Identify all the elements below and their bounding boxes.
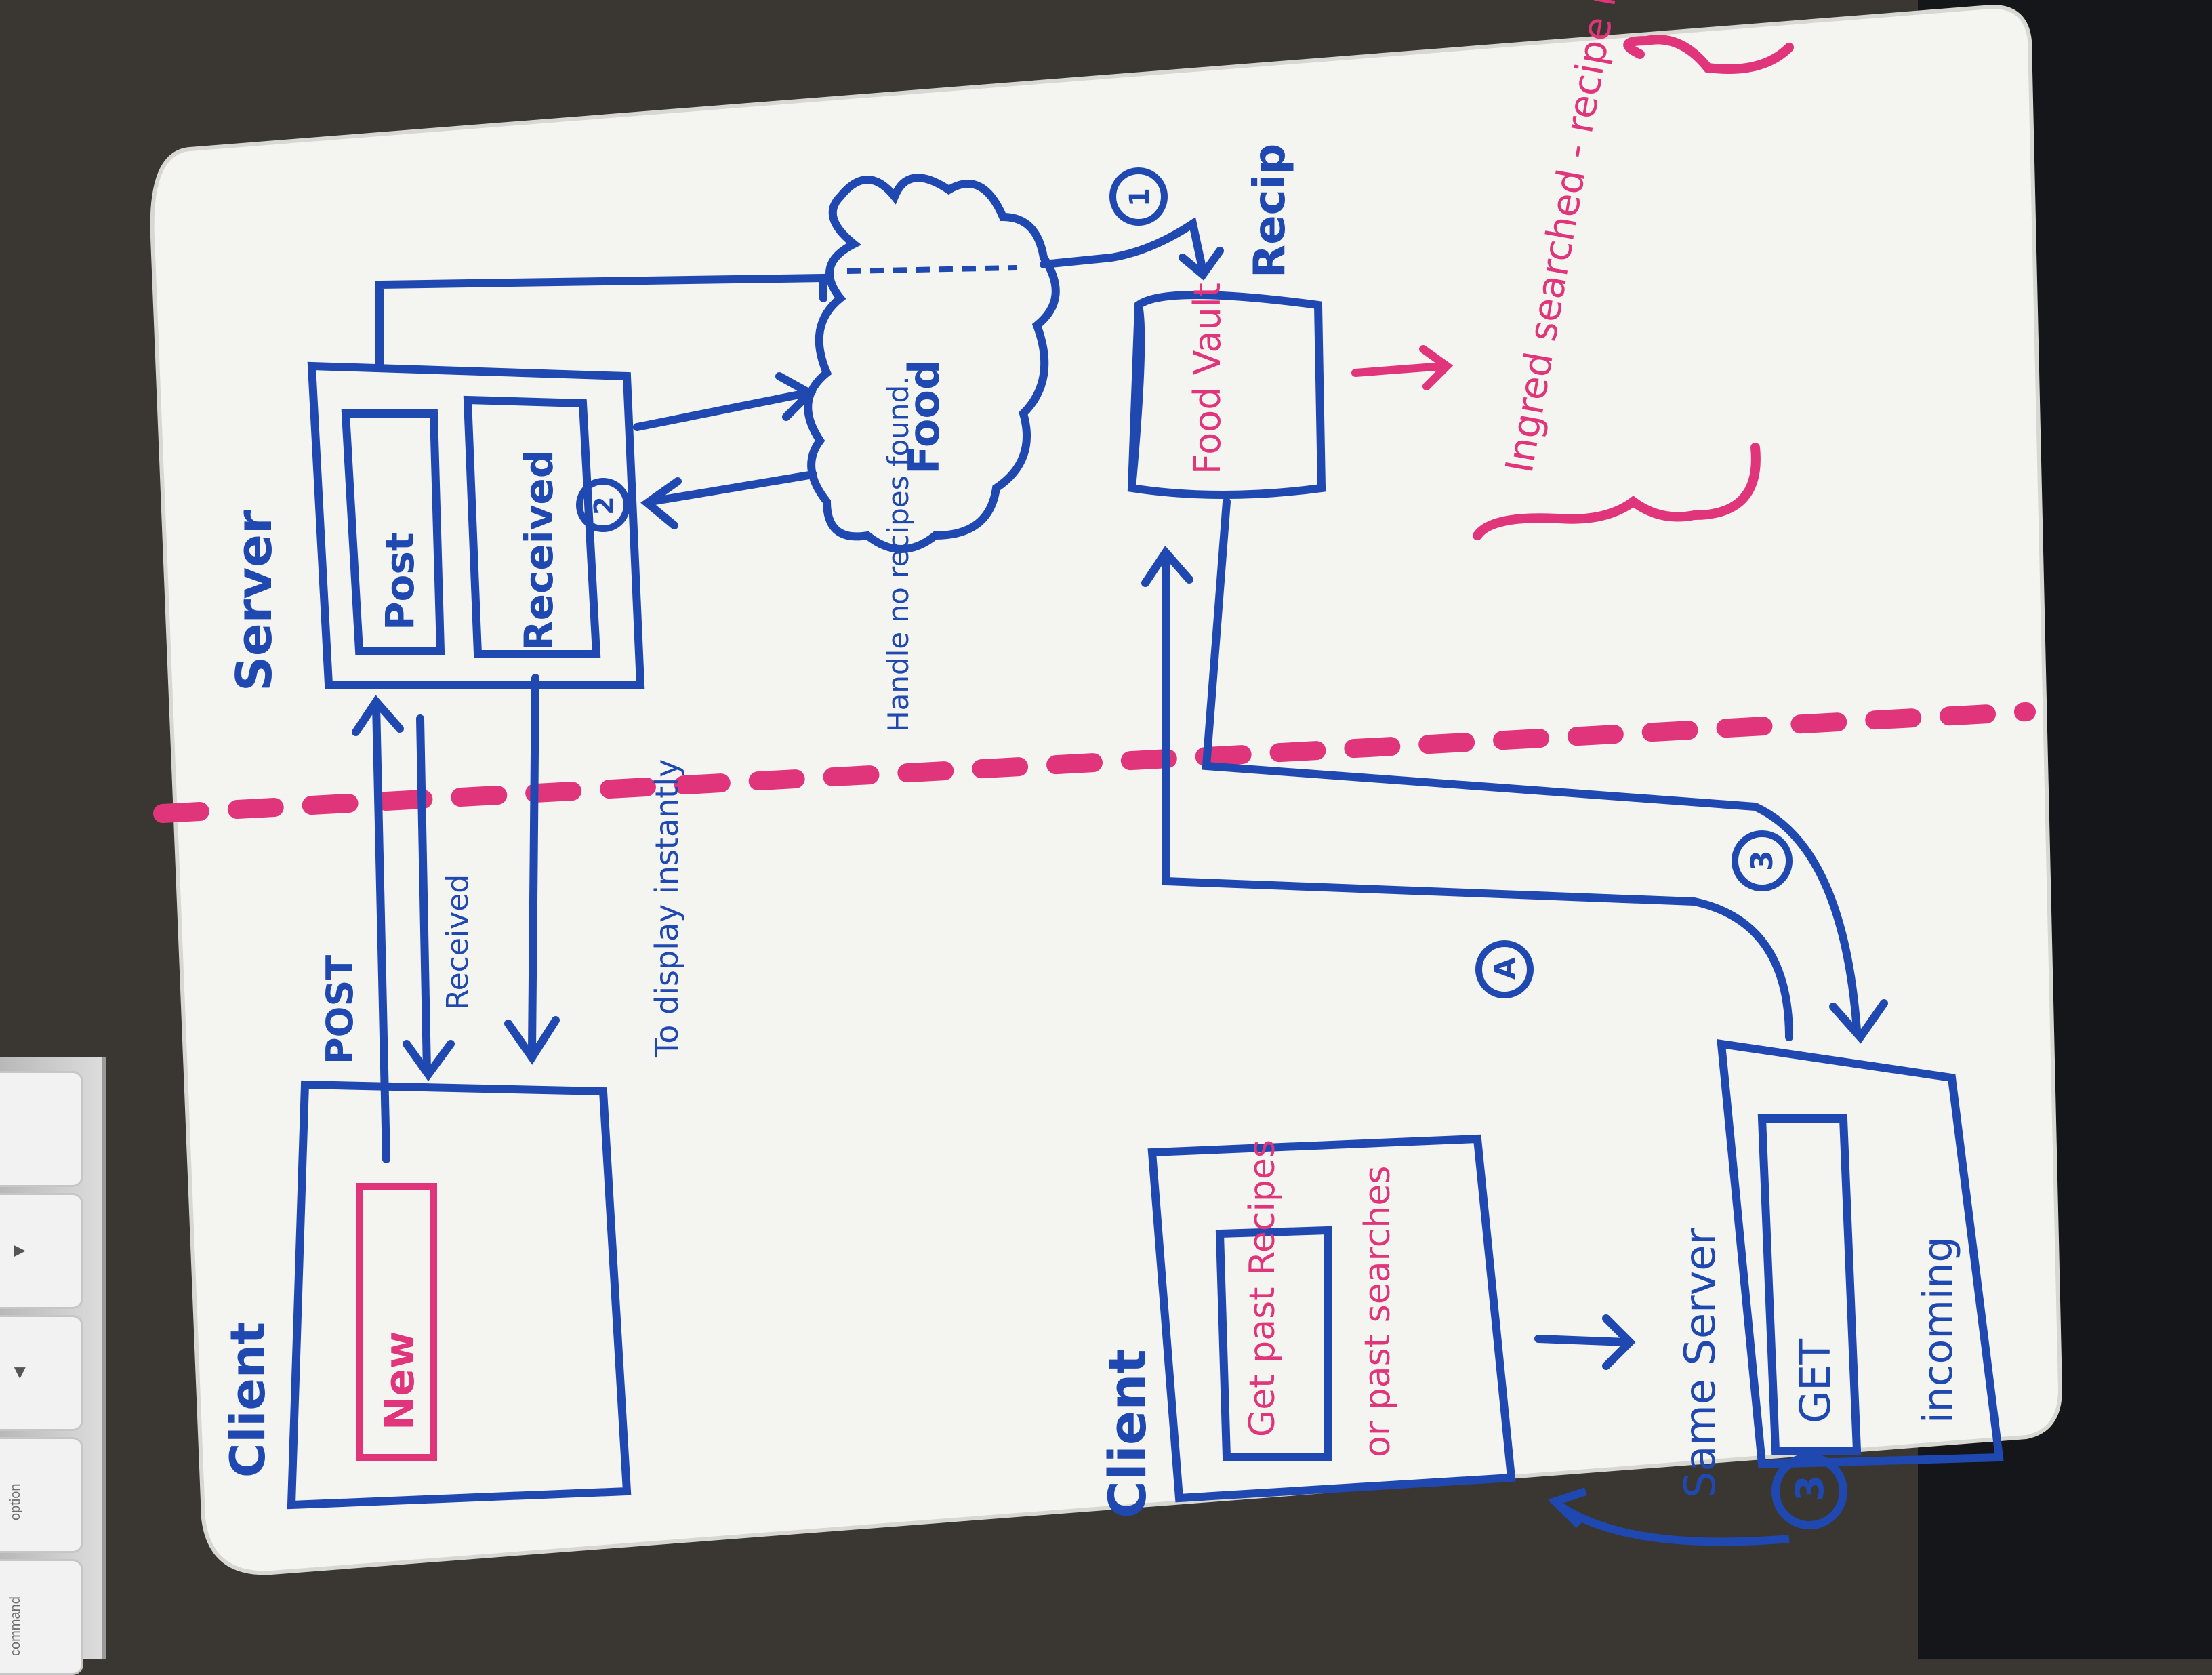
post-arrow-label: POST xyxy=(319,955,361,1064)
food-cloud xyxy=(804,174,1060,553)
get-box-label: GET xyxy=(1790,1338,1840,1424)
step-2-label: 2 xyxy=(589,496,620,515)
vault-server-path xyxy=(1141,498,1888,1044)
food-vault-label: Food Vault xyxy=(1186,283,1229,475)
client-to-server-arrow xyxy=(1534,1314,1636,1370)
step-2-circle xyxy=(576,478,630,532)
received-box xyxy=(463,395,601,658)
step-3-label-bottom: 3 xyxy=(1788,1475,1832,1501)
step-3-circle-top xyxy=(1732,830,1793,891)
handle-note: Handle no recipes found. xyxy=(882,376,915,732)
received-box-label: Received xyxy=(516,450,562,651)
curly-bracket xyxy=(1473,35,1794,540)
keyboard-key: ◀ xyxy=(0,1315,83,1431)
incoming-label: incoming xyxy=(1914,1236,1962,1424)
food-vault xyxy=(1127,291,1326,499)
keyboard-key xyxy=(0,1071,83,1187)
get-past-label: Get past Recipes xyxy=(1242,1139,1283,1437)
same-server-label: Same Server xyxy=(1675,1228,1725,1498)
client-top-label: Client xyxy=(220,1322,276,1478)
client-bottom-label: Client xyxy=(1097,1349,1158,1518)
new-button xyxy=(356,1183,437,1461)
client-top-box xyxy=(287,1080,632,1510)
get-past-box xyxy=(1215,1226,1332,1461)
received-arrow-label: Received xyxy=(441,874,475,1010)
keyboard-key-option: option xyxy=(0,1437,83,1553)
recipe-label: Recip xyxy=(1245,144,1295,278)
post-box-label: Post xyxy=(377,532,423,630)
new-button-label: New xyxy=(376,1331,424,1430)
divider-line xyxy=(153,702,2036,823)
to-display-label: To display instantly xyxy=(649,759,685,1058)
cloud-to-vault-arrow xyxy=(1040,217,1224,281)
get-box xyxy=(1757,1114,1862,1455)
server-label: Server xyxy=(226,510,283,691)
server-box xyxy=(307,273,827,689)
keyboard-key: ▼ xyxy=(0,1193,83,1309)
food-cloud-label: Food xyxy=(899,360,949,475)
return-arrow xyxy=(1547,1487,1790,1546)
client-bottom-box xyxy=(1147,1134,1516,1503)
step-a-circle xyxy=(1475,940,1534,998)
step-3-label-top: 3 xyxy=(1745,850,1780,871)
step-a-label: A xyxy=(1488,957,1521,980)
step-1-circle xyxy=(1109,167,1168,226)
post-box xyxy=(341,409,445,655)
same-server-box xyxy=(1717,1038,2004,1469)
cloud-dashed-line xyxy=(846,265,1017,274)
keyboard: ▼ ◀ option command xyxy=(0,1057,106,1675)
step-1-label: 1 xyxy=(1124,188,1155,207)
step-3-circle-bottom xyxy=(1771,1453,1847,1529)
or-past-label: or past searches xyxy=(1357,1166,1398,1457)
vault-to-note-arrow xyxy=(1351,345,1454,390)
